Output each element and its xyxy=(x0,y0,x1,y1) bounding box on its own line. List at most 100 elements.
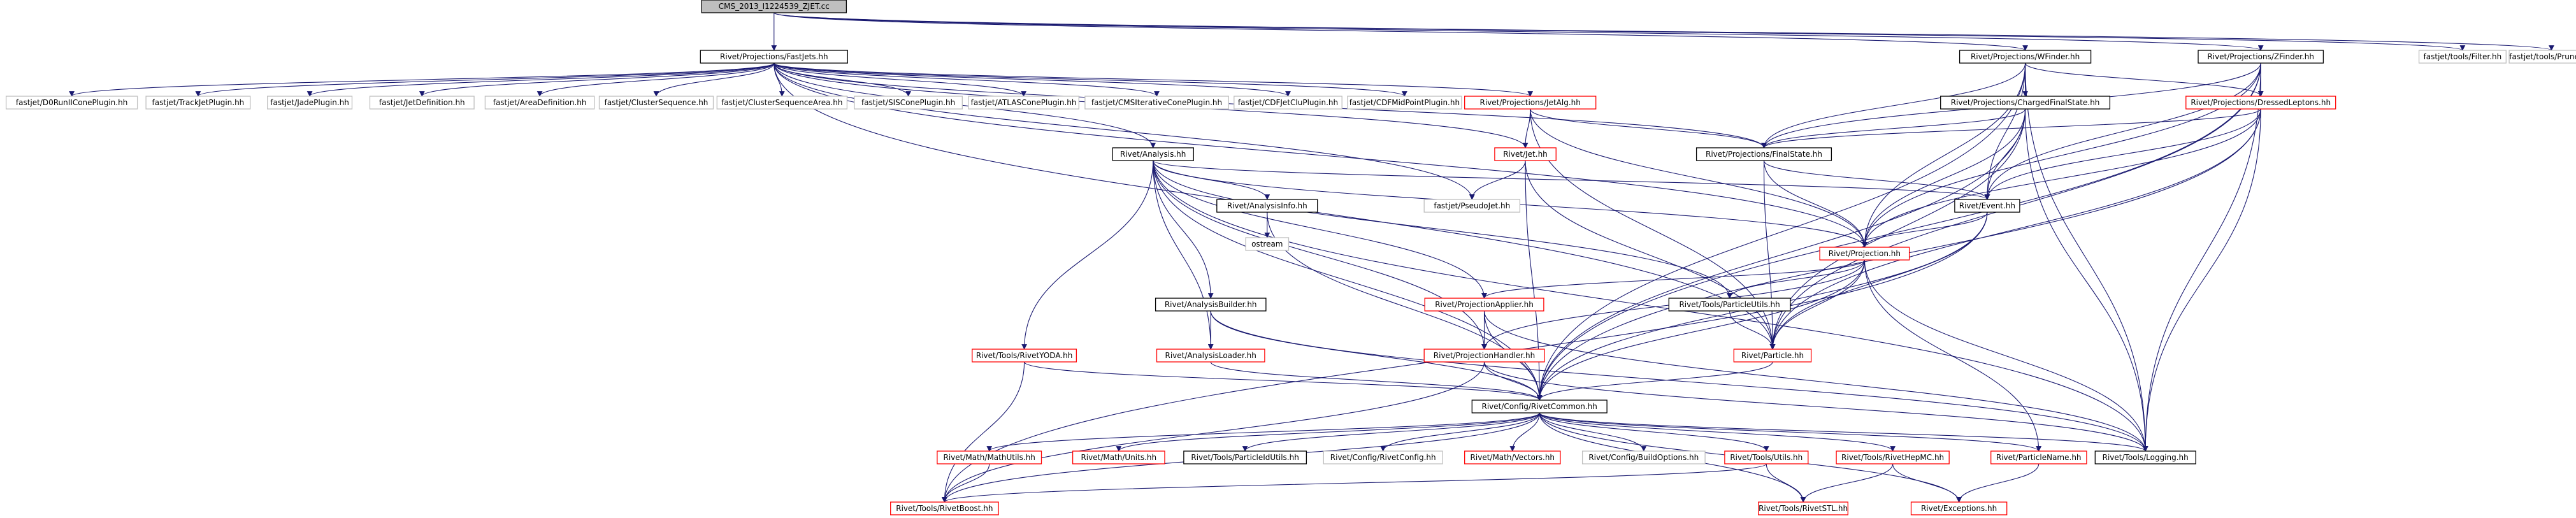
edge-analysis-to-projhandler xyxy=(1153,160,1487,350)
node-box xyxy=(890,501,999,515)
edge-event-to-particle xyxy=(1769,212,1988,350)
edge-analysisbuilder-to-rivetcommon xyxy=(1210,310,1543,401)
edge-rivetcommon-to-logging xyxy=(1539,412,2148,452)
edge-projhandler-to-rivetboost xyxy=(942,361,1485,503)
node-mathutils[interactable]: Rivet/Math/MathUtils.hh xyxy=(937,450,1042,464)
node-jet[interactable]: Rivet/Jet.hh xyxy=(1494,147,1557,161)
node-rivetyoda[interactable]: Rivet/Tools/RivetYODA.hh xyxy=(972,349,1077,363)
edge-layer xyxy=(69,12,2554,503)
edge-analysis-to-analysisbuilder xyxy=(1153,160,1214,299)
node-projapplier[interactable]: Rivet/ProjectionApplier.hh xyxy=(1424,298,1544,312)
node-box xyxy=(937,450,1042,464)
node-box xyxy=(1323,450,1443,464)
node-particle[interactable]: Rivet/Particle.hh xyxy=(1733,349,1812,363)
node-jetdef: fastjet/JetDefinition.hh xyxy=(369,96,475,110)
node-analysis[interactable]: Rivet/Analysis.hh xyxy=(1112,147,1194,161)
node-rivetstl[interactable]: Rivet/Tools/RivetSTL.hh xyxy=(1758,501,1848,515)
node-cdfmid: fastjet/CDFMidPointPlugin.hh xyxy=(1347,96,1462,110)
node-jetalg[interactable]: Rivet/Projections/JetAlg.hh xyxy=(1464,96,1597,110)
edge-utils-to-rivetstl xyxy=(1766,463,1806,503)
node-label: fastjet/ATLASConePlugin.hh xyxy=(971,98,1077,107)
edge-rivethepmc-to-exceptions xyxy=(1892,463,1962,503)
node-rivethepmc[interactable]: Rivet/Tools/RivetHepMC.hh xyxy=(1836,450,1950,464)
node-box xyxy=(145,96,251,110)
edge-fastjets-to-pseudojet xyxy=(774,62,1475,200)
node-label: Rivet/Tools/RivetSTL.hh xyxy=(1759,504,1848,513)
node-label: Rivet/Config/RivetCommon.hh xyxy=(1482,402,1597,411)
edge-jet-to-pseudojet xyxy=(1469,160,1526,200)
node-box xyxy=(369,96,475,110)
node-label: Rivet/Tools/RivetBoost.hh xyxy=(896,504,993,513)
edge-fastjets-to-jade xyxy=(306,62,775,97)
node-cmsiter: fastjet/CMSIterativeConePlugin.hh xyxy=(1084,96,1229,110)
edge-analysis-to-particleutils xyxy=(1153,160,1732,299)
node-pseudojet: fastjet/PseudoJet.hh xyxy=(1423,199,1521,213)
node-box xyxy=(968,96,1079,110)
edge-event-to-projection xyxy=(1862,212,1988,248)
edge-rivetcommon-to-vectors xyxy=(1509,412,1540,452)
node-label: fastjet/JetDefinition.hh xyxy=(379,98,465,107)
node-fastjets[interactable]: Rivet/Projections/FastJets.hh xyxy=(700,50,848,64)
node-label: fastjet/ClusterSequence.hh xyxy=(605,98,709,107)
edge-dressed-to-finalstate xyxy=(1761,108,2261,148)
node-box xyxy=(1234,96,1342,110)
edge-rivetyoda-to-rivetcommon xyxy=(1024,361,1543,401)
node-label: Rivet/Projections/WFinder.hh xyxy=(1971,52,2080,61)
node-wfinder[interactable]: Rivet/Projections/WFinder.hh xyxy=(1959,50,2092,64)
node-box xyxy=(854,96,963,110)
node-analysisloader[interactable]: Rivet/AnalysisLoader.hh xyxy=(1156,349,1265,363)
node-label: Rivet/Projections/FastJets.hh xyxy=(720,52,828,61)
node-rivetboost[interactable]: Rivet/Tools/RivetBoost.hh xyxy=(890,501,999,515)
edge-fastjets-to-jetalg xyxy=(774,62,1533,97)
node-rivetconfig: Rivet/Config/RivetConfig.hh xyxy=(1323,450,1443,464)
edge-projection-to-particlename xyxy=(1864,259,2042,452)
node-chargedfs[interactable]: Rivet/Projections/ChargedFinalState.hh xyxy=(1940,96,2111,110)
edge-analysis-to-projapplier xyxy=(1153,160,1487,299)
node-units[interactable]: Rivet/Math/Units.hh xyxy=(1072,450,1165,464)
node-jade: fastjet/JadePlugin.hh xyxy=(267,96,353,110)
node-projhandler[interactable]: Rivet/ProjectionHandler.hh xyxy=(1423,349,1545,363)
node-label: Rivet/Math/MathUtils.hh xyxy=(943,453,1035,462)
node-root[interactable]: CMS_2013_I1224539_ZJET.cc xyxy=(701,0,847,13)
node-utils[interactable]: Rivet/Tools/Utils.hh xyxy=(1724,450,1809,464)
node-box xyxy=(2198,50,2324,64)
node-box xyxy=(1733,349,1812,363)
node-projection[interactable]: Rivet/Projection.hh xyxy=(1819,247,1910,261)
edge-rivethepmc-to-rivetstl xyxy=(1800,463,1894,503)
node-finalstate[interactable]: Rivet/Projections/FinalState.hh xyxy=(1695,147,1832,161)
node-trackjet: fastjet/TrackJetPlugin.hh xyxy=(145,96,251,110)
node-label: Rivet/AnalysisBuilder.hh xyxy=(1165,300,1257,309)
node-label: Rivet/Config/RivetConfig.hh xyxy=(1330,453,1436,462)
node-particlename[interactable]: Rivet/ParticleName.hh xyxy=(1990,450,2087,464)
node-label: fastjet/CDFJetCluPlugin.hh xyxy=(1238,98,1338,107)
node-box xyxy=(2508,50,2576,64)
edge-rivetcommon-to-rivethepmc xyxy=(1539,412,1896,452)
node-particleutils[interactable]: Rivet/Tools/ParticleUtils.hh xyxy=(1668,298,1791,312)
node-dressed[interactable]: Rivet/Projections/DressedLeptons.hh xyxy=(2185,96,2336,110)
node-particleidutils[interactable]: Rivet/Tools/ParticleIdUtils.hh xyxy=(1183,450,1307,464)
edge-chargedfs-to-particle xyxy=(1769,108,2026,350)
node-vectors[interactable]: Rivet/Math/Vectors.hh xyxy=(1464,450,1561,464)
node-event[interactable]: Rivet/Event.hh xyxy=(1954,199,2020,213)
node-exceptions[interactable]: Rivet/Exceptions.hh xyxy=(1910,501,2008,515)
edge-rivetcommon-to-rivetconfig xyxy=(1380,412,1540,452)
edge-fastjets-to-d0run xyxy=(69,62,775,97)
node-label: fastjet/AreaDefinition.hh xyxy=(493,98,587,107)
node-box xyxy=(1940,96,2111,110)
edge-particleutils-to-particle xyxy=(1729,310,1776,350)
node-rivetcommon[interactable]: Rivet/Config/RivetCommon.hh xyxy=(1471,399,1608,414)
node-logging[interactable]: Rivet/Tools/Logging.hh xyxy=(2094,450,2196,464)
node-box xyxy=(267,96,353,110)
node-analysisinfo[interactable]: Rivet/AnalysisInfo.hh xyxy=(1216,199,1318,213)
node-cdfjetclu: fastjet/CDFJetCluPlugin.hh xyxy=(1234,96,1342,110)
edge-mathutils-to-rivetboost xyxy=(942,463,990,503)
node-label: Rivet/Tools/RivetYODA.hh xyxy=(976,351,1073,360)
edge-wfinder-to-logging xyxy=(2025,62,2148,452)
node-zfinder[interactable]: Rivet/Projections/ZFinder.hh xyxy=(2198,50,2324,64)
node-analysisbuilder[interactable]: Rivet/AnalysisBuilder.hh xyxy=(1155,298,1267,312)
edge-fastjets-to-jetdef xyxy=(419,62,775,97)
node-box xyxy=(1245,237,1290,251)
node-box xyxy=(1216,199,1318,213)
edge-wfinder-to-dressed xyxy=(2025,62,2264,97)
